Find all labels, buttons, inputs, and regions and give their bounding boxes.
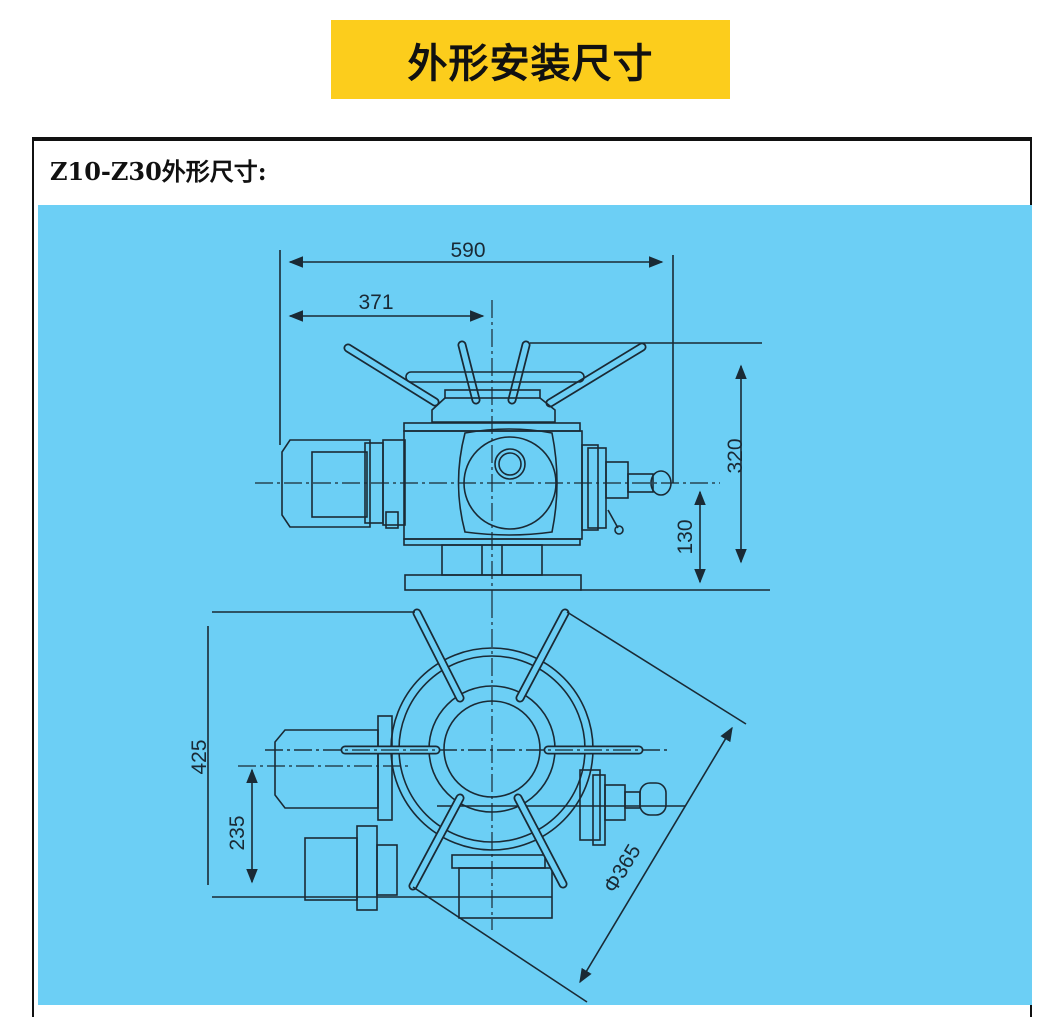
banner-title: 外形安装尺寸 bbox=[407, 40, 654, 87]
front-dimensions: 590 371 320 130 bbox=[279, 239, 770, 591]
section-title: Z10-Z30外形尺寸: bbox=[50, 157, 267, 186]
handwheel-spokes bbox=[343, 340, 647, 408]
dim-phi-365: Φ365 bbox=[599, 841, 645, 897]
drawing-panel bbox=[38, 205, 1032, 1005]
dim-590: 590 bbox=[450, 239, 485, 262]
section-banner: 外形安装尺寸 bbox=[331, 20, 730, 99]
dim-130: 130 bbox=[674, 519, 697, 554]
dim-320: 320 bbox=[724, 438, 747, 473]
dim-235: 235 bbox=[226, 815, 249, 850]
dim-371: 371 bbox=[358, 291, 393, 314]
front-view bbox=[255, 300, 720, 600]
dim-425: 425 bbox=[188, 739, 211, 774]
